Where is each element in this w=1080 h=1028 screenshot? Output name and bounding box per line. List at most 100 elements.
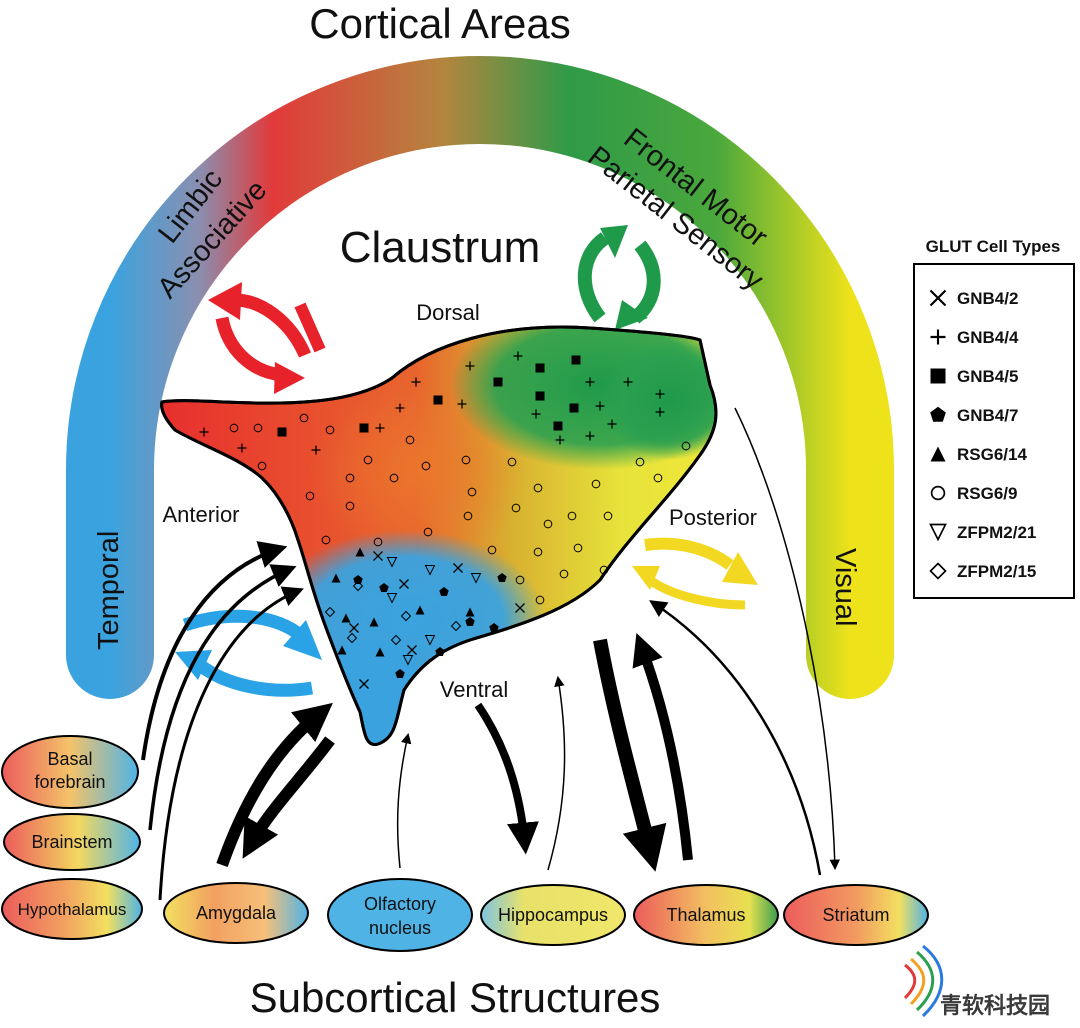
circle-open-marker: [257, 461, 267, 471]
diamond-open-marker: [390, 634, 402, 646]
pentagon-filled-marker: [489, 623, 499, 632]
square-filled-marker: [359, 423, 369, 433]
legend-box: [913, 263, 1075, 599]
watermark-text: 青软科技园: [940, 993, 1050, 1019]
legend-label: GNB4/2: [957, 289, 1018, 308]
triangle-filled-marker: [337, 645, 347, 655]
circle-open-marker: [467, 487, 477, 497]
circle-open-marker: [305, 491, 315, 501]
diamond-open-marker: [929, 562, 947, 580]
pentagon-filled-marker: [353, 575, 363, 584]
diamond-open-marker: [324, 606, 336, 618]
pentagon-filled-marker: [930, 406, 946, 422]
diamond-open-marker: [346, 632, 358, 644]
circle-open-marker: [507, 457, 517, 467]
cortical-areas-title: Cortical Areas: [309, 0, 570, 47]
x-mark-marker: [373, 551, 383, 561]
plus-marker: [513, 351, 523, 361]
node-amygdala: Amygdala: [163, 882, 309, 944]
legend-label: GNB4/4: [957, 328, 1019, 347]
olfactory-line2: nucleus: [369, 918, 431, 938]
plus-marker: [555, 435, 565, 445]
circle-open-marker: [345, 501, 355, 511]
plus-marker: [311, 445, 321, 455]
diamond-open-marker: [400, 610, 412, 622]
striatum-label: Striatum: [822, 905, 889, 925]
triangle-down-open-marker: [470, 573, 482, 584]
square-filled-marker: [571, 355, 581, 365]
pentagon-filled-marker: [497, 573, 507, 582]
square-filled-marker: [535, 363, 545, 373]
circle-open-marker: [253, 423, 263, 433]
circle-open-marker: [229, 423, 239, 433]
square-filled-marker: [535, 391, 545, 401]
x-mark-marker: [407, 645, 417, 655]
circle-open-marker: [681, 441, 691, 451]
hippocampus-to-claustrum-arrow: [547, 675, 566, 871]
triangle-down-open-marker: [424, 635, 436, 646]
orientation-anterior: Anterior: [162, 502, 239, 527]
circle-open-marker: [511, 503, 521, 513]
plus-marker: [623, 377, 633, 387]
circle-open-marker: [543, 519, 553, 529]
square-filled-marker: [493, 377, 503, 387]
plus-marker: [411, 377, 421, 387]
legend-label: ZFPM2/21: [957, 523, 1036, 542]
legend-items: GNB4/2GNB4/4GNB4/5GNB4/7RSG6/14RSG6/9ZFP…: [929, 289, 1036, 581]
plus-marker: [607, 419, 617, 429]
watermark: 青软科技园: [903, 944, 1050, 1019]
node-olfactory-nucleus: Olfactory nucleus: [327, 878, 473, 952]
orientation-posterior: Posterior: [669, 505, 757, 530]
pentagon-filled-marker: [465, 617, 475, 626]
watermark-logo-icon: [903, 944, 944, 1018]
square-filled-marker: [277, 427, 287, 437]
circle-open-marker: [591, 479, 601, 489]
square-filled-marker: [930, 368, 946, 384]
plus-marker: [655, 389, 665, 399]
thalamus-bidirectional-arrows: [593, 632, 693, 872]
pentagon-filled-marker: [379, 583, 389, 592]
claustrum-title: Claustrum: [340, 223, 541, 272]
triangle-down-open-marker: [402, 655, 414, 666]
circle-open-marker: [405, 435, 415, 445]
cell-type-markers: [199, 351, 691, 689]
plus-marker: [595, 401, 605, 411]
amygdala-label: Amygdala: [196, 903, 277, 923]
triangle-down-open-marker: [929, 523, 947, 542]
brainstem-label: Brainstem: [31, 832, 112, 852]
triangle-down-open-marker: [386, 557, 398, 568]
triangle-filled-marker: [341, 613, 351, 623]
basal-forebrain-line1: Basal: [47, 749, 92, 769]
hippocampus-label: Hippocampus: [498, 905, 608, 925]
circle-open-marker: [533, 483, 543, 493]
plus-marker: [375, 423, 385, 433]
visual-reciprocal-arrows: [632, 537, 758, 610]
olfactory-line1: Olfactory: [364, 894, 436, 914]
plus-marker: [199, 427, 209, 437]
amygdala-bidirectional-arrows: [216, 702, 335, 868]
circle-open-marker: [363, 455, 373, 465]
circle-open-marker: [373, 537, 383, 547]
circle-open-marker: [345, 473, 355, 483]
legend-label: GNB4/5: [957, 367, 1018, 386]
plus-marker: [585, 431, 595, 441]
triangle-filled-marker: [355, 547, 365, 557]
x-mark-marker: [515, 603, 525, 613]
circle-open-marker: [653, 473, 663, 483]
region-label-visual: Visual: [829, 548, 861, 626]
circle-open-marker: [930, 485, 946, 501]
frontal-reciprocal-arrows: [577, 225, 661, 330]
plus-marker: [237, 443, 247, 453]
striatum-to-claustrum-arrow: [649, 600, 822, 876]
claustrum-to-hippocampus-arrow: [474, 702, 539, 855]
circle-open-marker: [559, 569, 569, 579]
circle-open-marker: [515, 575, 525, 585]
hypothalamus-label: Hypothalamus: [18, 900, 127, 919]
circle-open-marker: [389, 473, 399, 483]
triangle-filled-marker: [331, 573, 341, 583]
circle-open-marker: [567, 511, 577, 521]
triangle-filled-marker: [375, 647, 385, 657]
legend-label: ZFPM2/15: [957, 562, 1036, 581]
node-hypothalamus: Hypothalamus: [1, 878, 143, 940]
